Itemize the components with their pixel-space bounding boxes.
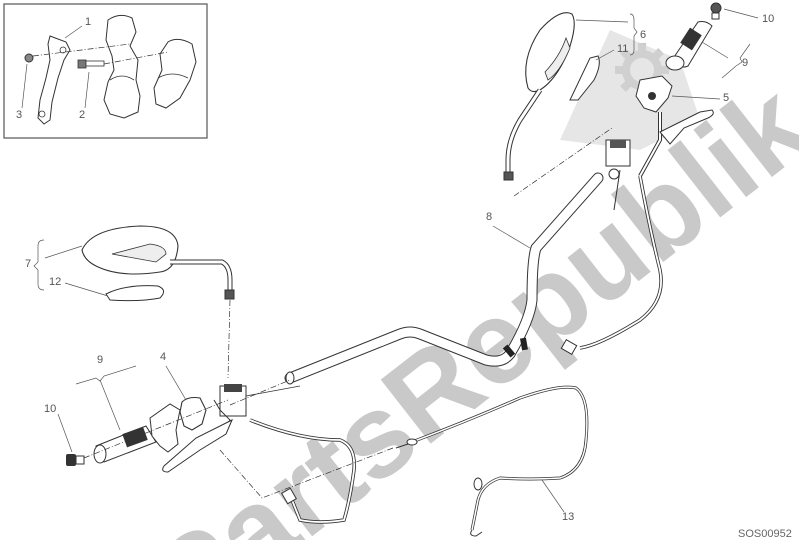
callout-8: 8 [486,211,493,223]
left-lever [162,418,233,473]
handlebar [284,172,604,385]
left-throttle-body [149,403,181,453]
left-grip [93,425,157,464]
screw-icon [24,53,34,63]
right-signal-lens [569,55,600,101]
right-mirror [503,12,575,181]
callout-10-left: 10 [44,403,57,415]
left-bar-end [66,454,85,466]
callout-10-right: 10 [762,13,775,25]
right-lever [659,109,714,145]
right-switch [635,75,673,177]
left-master-cylinder [213,384,247,431]
callout-9-left: 9 [97,354,104,366]
callout-11: 11 [617,43,629,55]
right-bar-end [710,2,722,20]
callout-2: 2 [79,109,86,121]
control-cable [395,385,589,537]
watermark: PartsRepublik [127,30,799,545]
callout-5: 5 [723,92,730,104]
left-mirror [81,225,235,300]
detail-inset [3,3,208,139]
callout-12: 12 [49,276,62,288]
right-master-cylinder [605,139,631,211]
right-grip [665,21,713,71]
callout-9-right: 9 [742,57,749,69]
left-signal-lens [105,285,164,302]
callout-3: 3 [16,109,23,121]
callout-1: 1 [85,16,92,28]
callout-4: 4 [160,351,167,363]
callout-6: 6 [640,29,647,41]
drawing-code: SOS00952 [738,528,792,540]
left-switch [179,396,207,431]
callout-7: 7 [25,258,32,270]
bolt-icon [77,59,105,69]
callout-13: 13 [562,511,575,523]
leader-lines [33,8,759,513]
